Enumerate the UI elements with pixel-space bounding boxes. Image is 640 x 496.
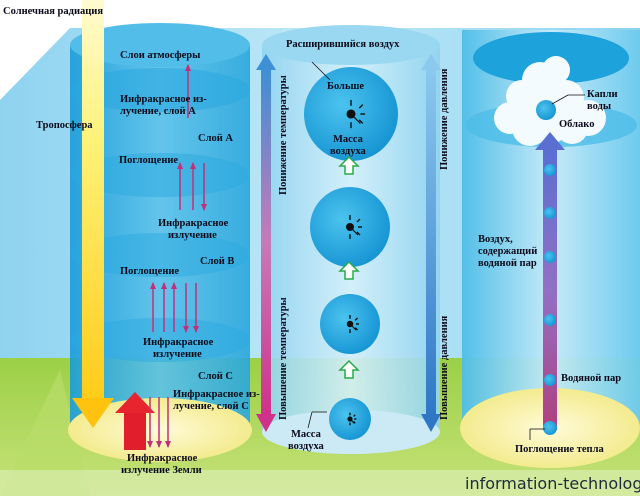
- green-up-arrow-icon: [338, 359, 360, 379]
- ir-arrow-up: [185, 64, 191, 118]
- water-droplet-icon: [544, 314, 556, 326]
- cloud: [494, 56, 606, 146]
- solar-radiation-label: Солнечная радиация: [3, 6, 104, 17]
- ir-arrow-down: [183, 283, 189, 333]
- layer-b-label: Слой В: [200, 256, 235, 267]
- green-up-arrow-icon: [338, 260, 360, 280]
- bigger-label: Больше: [327, 81, 365, 92]
- ir-arrow-up: [171, 282, 177, 332]
- air-mass-bubble: [304, 67, 398, 161]
- earth-surface-disk: [68, 398, 252, 462]
- layer-a-label: Слой А: [198, 133, 233, 144]
- water-droplet-icon: [544, 374, 556, 386]
- water-vapor-rise: [535, 132, 565, 430]
- water-droplet-icon: [544, 251, 556, 263]
- heat-absorption-label: Поглощение тепла: [515, 444, 604, 455]
- water-droplet-icon: [543, 421, 557, 435]
- cloud-label: Облако: [559, 119, 595, 130]
- pressure-arrow: [421, 54, 441, 432]
- ir-layer-c-label: Инфракрасное из- лучение, слой С: [173, 389, 260, 412]
- watermark: information-technology.ru: [465, 474, 640, 493]
- earth-ir-label: Инфракрасное излучение Земли: [121, 453, 202, 476]
- air-mass-top-label: Масса воздуха: [330, 134, 366, 157]
- ir-label-1: Инфракрасное излучение: [158, 218, 229, 241]
- air-mass-bubble: [329, 398, 371, 440]
- air-mass-bubble: [320, 294, 380, 354]
- water-droplets: [543, 164, 557, 435]
- earth-ir-arrow: [115, 392, 155, 450]
- pressure-decrease-label: Понижение давления: [439, 68, 450, 170]
- expanded-air-label: Расширившийся воздух: [286, 39, 400, 50]
- ir-arrow-down: [156, 397, 162, 448]
- ir-arrow-up: [161, 282, 167, 332]
- pressure-increase-label: Повышение давления: [439, 315, 450, 420]
- green-up-arrow-icon: [338, 155, 360, 175]
- troposphere-label: Тропосфера: [36, 120, 93, 131]
- ir-layer-a-label: Инфракрасное из- лучение, слой А: [120, 94, 207, 117]
- water-droplet-icon: [544, 207, 556, 219]
- ir-arrow-up: [150, 282, 156, 332]
- rising-air-arrows: [338, 155, 360, 379]
- water-vapor-label: Водяной пар: [561, 373, 622, 384]
- air-mass-bubble: [310, 187, 390, 267]
- ir-arrow-down: [165, 397, 171, 448]
- absorption-label-2: Поглощение: [120, 266, 180, 277]
- temperature-increase-label: Повышение температуры: [278, 297, 289, 420]
- cloud-droplet: [536, 100, 556, 120]
- solar-radiation-arrow: [72, 0, 114, 428]
- atmosphere-layers-label: Слои атмосферы: [120, 50, 201, 61]
- layer-c-label: Слой С: [198, 371, 233, 382]
- ir-arrows: [147, 64, 207, 448]
- ir-arrow-down: [147, 397, 153, 448]
- temperature-decrease-label: Понижение температуры: [278, 75, 289, 195]
- ir-arrow-down: [201, 163, 207, 211]
- ir-arrow-up: [190, 162, 196, 210]
- water-drops-label: Капли воды: [587, 89, 618, 112]
- absorption-label-1: Поглощение: [119, 155, 179, 166]
- ir-arrow-up: [177, 162, 183, 210]
- air-mass-bottom-label: Масса воздуха: [288, 429, 324, 452]
- ir-arrow-down: [193, 283, 199, 333]
- air-mass-bubbles: [304, 67, 398, 440]
- humid-air-label: Воздух, содержащий водяной пар: [478, 234, 538, 269]
- temperature-arrow: [256, 54, 276, 432]
- ir-label-2: Инфракрасное излучение: [143, 337, 214, 360]
- water-droplet-icon: [544, 164, 556, 176]
